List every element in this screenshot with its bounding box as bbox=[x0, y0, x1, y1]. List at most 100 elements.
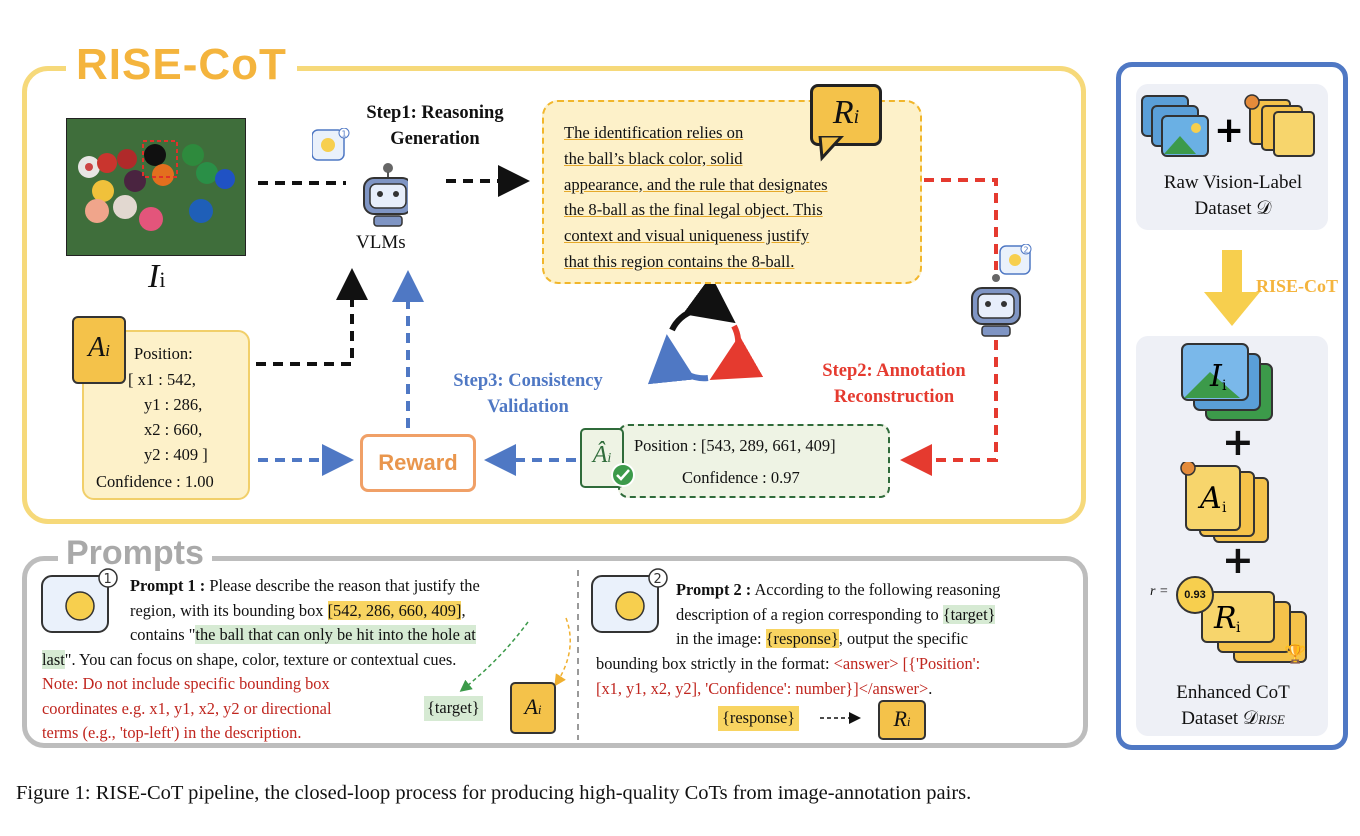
score-eq: = bbox=[1155, 584, 1169, 599]
image-stack-icon: I i bbox=[1181, 343, 1273, 421]
prompt1-note: Note: Do not include specific bounding b… bbox=[42, 672, 422, 746]
prompt2-reasoning-icon-label: R bbox=[893, 706, 907, 731]
annotation-icon-sub: i bbox=[105, 341, 110, 360]
score-badge: 0.93 bbox=[1176, 576, 1214, 614]
step1-line1: Step1: Reasoning bbox=[366, 103, 504, 123]
step2-label: Step2: Annotation Reconstruction bbox=[796, 358, 992, 410]
rise-cot-arrow-label: RISE-CoT bbox=[1256, 276, 1339, 296]
score-prefix: r = bbox=[1150, 584, 1168, 600]
svg-text:R: R bbox=[1213, 601, 1237, 636]
reasoning-line: The identification relies on bbox=[564, 123, 744, 142]
prediction-box bbox=[618, 424, 890, 498]
svg-text:1: 1 bbox=[342, 130, 347, 139]
plus-icon: + bbox=[1222, 420, 1254, 464]
annotation-confidence: Confidence : 1.00 bbox=[96, 472, 214, 491]
step3-line1: Step3: Consistency bbox=[453, 371, 603, 391]
prompt1-bbox: [542, 286, 660, 409] bbox=[327, 600, 462, 620]
annotation-x1: [ x1 : 542, bbox=[128, 370, 196, 389]
svg-text:🏆: 🏆 bbox=[1284, 643, 1306, 665]
prompt2-reasoning-icon-sub: i bbox=[906, 714, 911, 729]
prompts-title: Prompts bbox=[58, 534, 212, 573]
image-label: Ii bbox=[148, 258, 165, 296]
prompt1-note-line: Note: Do not include specific bounding b… bbox=[42, 674, 330, 693]
raw-dataset-label: Raw Vision-Label Dataset 𝒟 bbox=[1138, 170, 1328, 222]
svg-text:+: + bbox=[1214, 110, 1244, 151]
prompt1-target-text: the ball that can only be hit into the h… bbox=[195, 625, 476, 644]
billiard-balls-picture bbox=[67, 119, 245, 255]
svg-text:i: i bbox=[1222, 500, 1227, 516]
score-r: r bbox=[1150, 584, 1156, 599]
plus-icon: + bbox=[1222, 538, 1254, 582]
image-label-sub: i bbox=[159, 267, 166, 292]
rise-cot-frame bbox=[22, 66, 1086, 524]
prompt2-format: [x1, y1, x2, y2], 'Confidence': number}]… bbox=[596, 678, 929, 698]
prompt2-part: . bbox=[928, 678, 933, 698]
prompt2-response-tag: {response} bbox=[718, 706, 800, 731]
svg-text:A: A bbox=[1197, 481, 1222, 516]
prompt1-part: ". You can focus on shape, color, textur… bbox=[64, 650, 457, 669]
prompt2-text-cont: bounding box strictly in the format: <an… bbox=[596, 652, 1086, 701]
billiard-image bbox=[66, 118, 246, 256]
prompt1-part: Please describe the reason that justify … bbox=[205, 576, 480, 595]
step2-line2: Reconstruction bbox=[833, 387, 955, 407]
figure-caption: Figure 1: RISE-CoT pipeline, the closed-… bbox=[16, 782, 972, 804]
prompt1-part: , bbox=[461, 600, 466, 620]
reasoning-line: the ball’s black color, solid bbox=[564, 148, 743, 168]
annotation-icon-label: A bbox=[88, 332, 106, 363]
reward-box: Reward bbox=[360, 434, 476, 492]
annotation-x2: x2 : 660, bbox=[144, 420, 203, 439]
reasoning-text: The identification relies on the ball’s … bbox=[564, 120, 900, 275]
prompt1-note-line: terms (e.g., 'top-left') in the descript… bbox=[42, 723, 302, 742]
prompt2-part: description of a region corresponding to bbox=[676, 604, 943, 624]
prompt2-target: {target} bbox=[942, 604, 996, 624]
prompt2-reasoning-icon: Ri bbox=[878, 700, 926, 740]
prompt1-annotation-icon-label: A bbox=[524, 694, 538, 719]
reasoning-line: that this region contains the 8-ball. bbox=[564, 251, 795, 271]
prompt1-annotation-icon-sub: i bbox=[537, 702, 542, 717]
reasoning-icon-label: R bbox=[832, 94, 854, 131]
step3-line2: Validation bbox=[487, 397, 569, 417]
prompt1-text: Prompt 1 : Please describe the reason th… bbox=[130, 574, 570, 648]
svg-text:I: I bbox=[1209, 359, 1223, 394]
dataset-frame bbox=[1116, 62, 1348, 750]
prompt2-part: According to the following reasoning bbox=[751, 580, 1001, 599]
bubble-tail-icon bbox=[818, 136, 845, 162]
prompt2-bulb-icon: 2 bbox=[591, 568, 668, 633]
raw-line1: Raw Vision-Label bbox=[1163, 172, 1303, 193]
prompt2-text: Prompt 2 : According to the following re… bbox=[676, 578, 1080, 652]
annotation-position-label: Position: bbox=[134, 344, 193, 363]
reasoning-line: context and visual uniqueness justify bbox=[564, 226, 810, 246]
step2-line1: Step2: Annotation bbox=[822, 361, 966, 381]
prompt1-part: region, with its bounding box bbox=[130, 600, 328, 620]
enh-line1: Enhanced CoT bbox=[1176, 682, 1290, 703]
prompt2-part: bounding box strictly in the format: bbox=[596, 654, 834, 673]
prediction-position: Position : [543, 289, 661, 409] bbox=[634, 436, 836, 455]
raw-line2: Dataset 𝒟 bbox=[1194, 198, 1272, 219]
svg-text:i: i bbox=[1222, 378, 1227, 394]
reasoning-stack-icon: R i 🏆 bbox=[1201, 591, 1307, 665]
prompt2-response: {response} bbox=[765, 629, 839, 648]
enh-sub: RISE bbox=[1258, 712, 1285, 727]
prompt2-label: Prompt 2 : bbox=[676, 580, 752, 599]
annotation-robot-icon: 2 bbox=[971, 244, 1032, 337]
svg-text:1: 1 bbox=[104, 572, 112, 587]
image-label-main: I bbox=[148, 258, 160, 295]
check-icon bbox=[611, 463, 635, 487]
prompt1-target-text: last bbox=[42, 650, 65, 669]
reasoning-icon-sub: i bbox=[853, 106, 860, 128]
rise-cot-title: RISE-CoT bbox=[66, 40, 297, 90]
prompt1-note-line: coordinates e.g. x1, y1, x2, y2 or direc… bbox=[42, 698, 332, 718]
prompt2-part: in the image: bbox=[676, 629, 766, 648]
prompt2-format: <answer> [{'Position': bbox=[833, 654, 981, 673]
annotation-y1: y1 : 286, bbox=[144, 395, 203, 414]
prompt1-annotation-icon: Ai bbox=[510, 682, 556, 734]
prompt1-target-tag: {target} bbox=[424, 696, 483, 721]
prediction-icon-sub: i bbox=[607, 451, 612, 466]
enh-line2: Dataset 𝒟 bbox=[1181, 708, 1259, 729]
reasoning-line: appearance, and the rule that designates bbox=[564, 174, 828, 194]
reasoning-bubble-icon: Ri bbox=[810, 84, 882, 146]
annotation-scroll-icon: Ai bbox=[72, 316, 126, 384]
prediction-confidence: Confidence : 0.97 bbox=[682, 468, 800, 487]
prompts-frame bbox=[22, 556, 1088, 748]
robot-icon: 1 bbox=[312, 128, 408, 227]
